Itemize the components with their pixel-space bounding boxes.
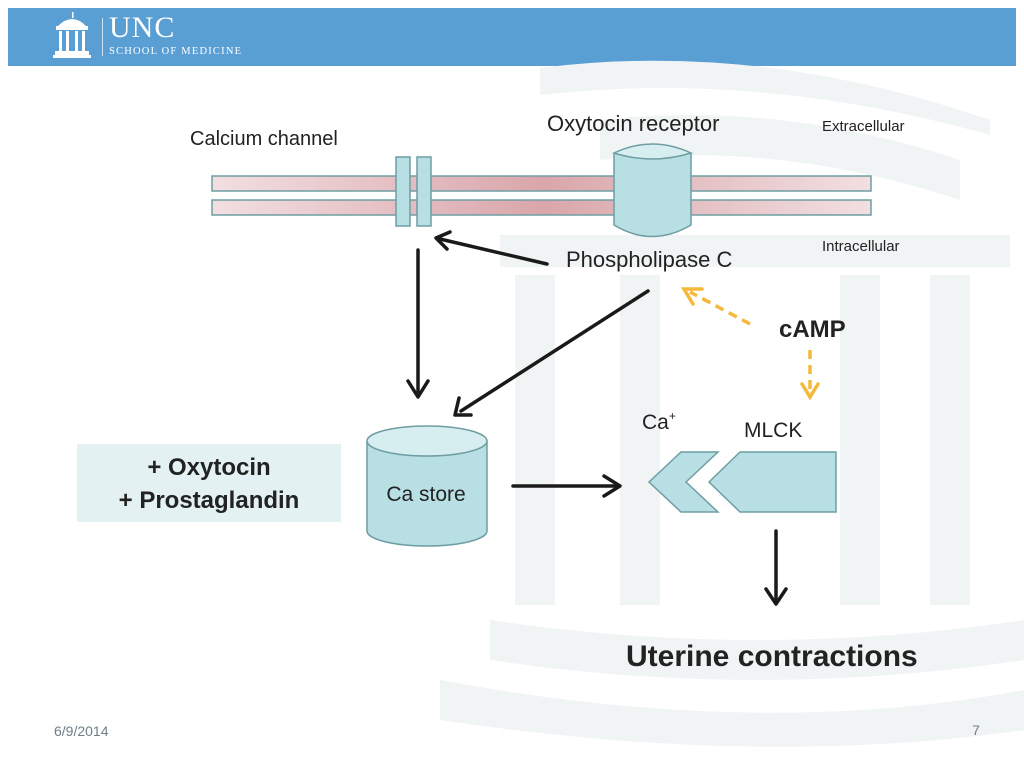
oxytocin-receptor-shape [611, 143, 694, 238]
extracellular-label: Extracellular [822, 118, 905, 135]
mlck-label: MLCK [744, 419, 803, 442]
ca-mlck-complex [647, 451, 837, 513]
ca-store-cylinder [366, 425, 488, 547]
pathway-arrows [406, 230, 788, 606]
cell-membrane [211, 175, 872, 216]
camp-label: cAMP [779, 316, 846, 343]
hormone-box: + Oxytocin + Prostaglandin [77, 444, 341, 522]
ca-ion-text: Ca [642, 411, 669, 434]
header-banner: UNC SCHOOL OF MEDICINE [8, 8, 1016, 66]
ca-ion-label: Ca+ [642, 409, 676, 434]
calcium-channel-shape [395, 156, 432, 227]
ca-store-label: Ca store [386, 483, 466, 506]
calcium-channel-label: Calcium channel [190, 128, 338, 150]
oxytocin-receptor-label: Oxytocin receptor [547, 111, 720, 136]
old-well-logo-icon [53, 12, 91, 58]
logo-name: UNC [109, 11, 176, 44]
uterine-contractions-label: Uterine contractions [626, 640, 918, 673]
camp-arrows [689, 290, 812, 392]
oxytocin-item: + Oxytocin [147, 454, 271, 481]
intracellular-label: Intracellular [822, 238, 900, 255]
camp-arrowheads [680, 287, 820, 401]
slide-number: 7 [972, 722, 980, 738]
logo-subtitle: SCHOOL OF MEDICINE [109, 46, 243, 57]
logo-divider [102, 18, 103, 56]
ca-ion-charge: + [668, 409, 676, 423]
prostaglandin-item: + Prostaglandin [118, 487, 300, 514]
phospholipase-c-label: Phospholipase C [566, 247, 733, 272]
slide-date: 6/9/2014 [54, 723, 109, 739]
